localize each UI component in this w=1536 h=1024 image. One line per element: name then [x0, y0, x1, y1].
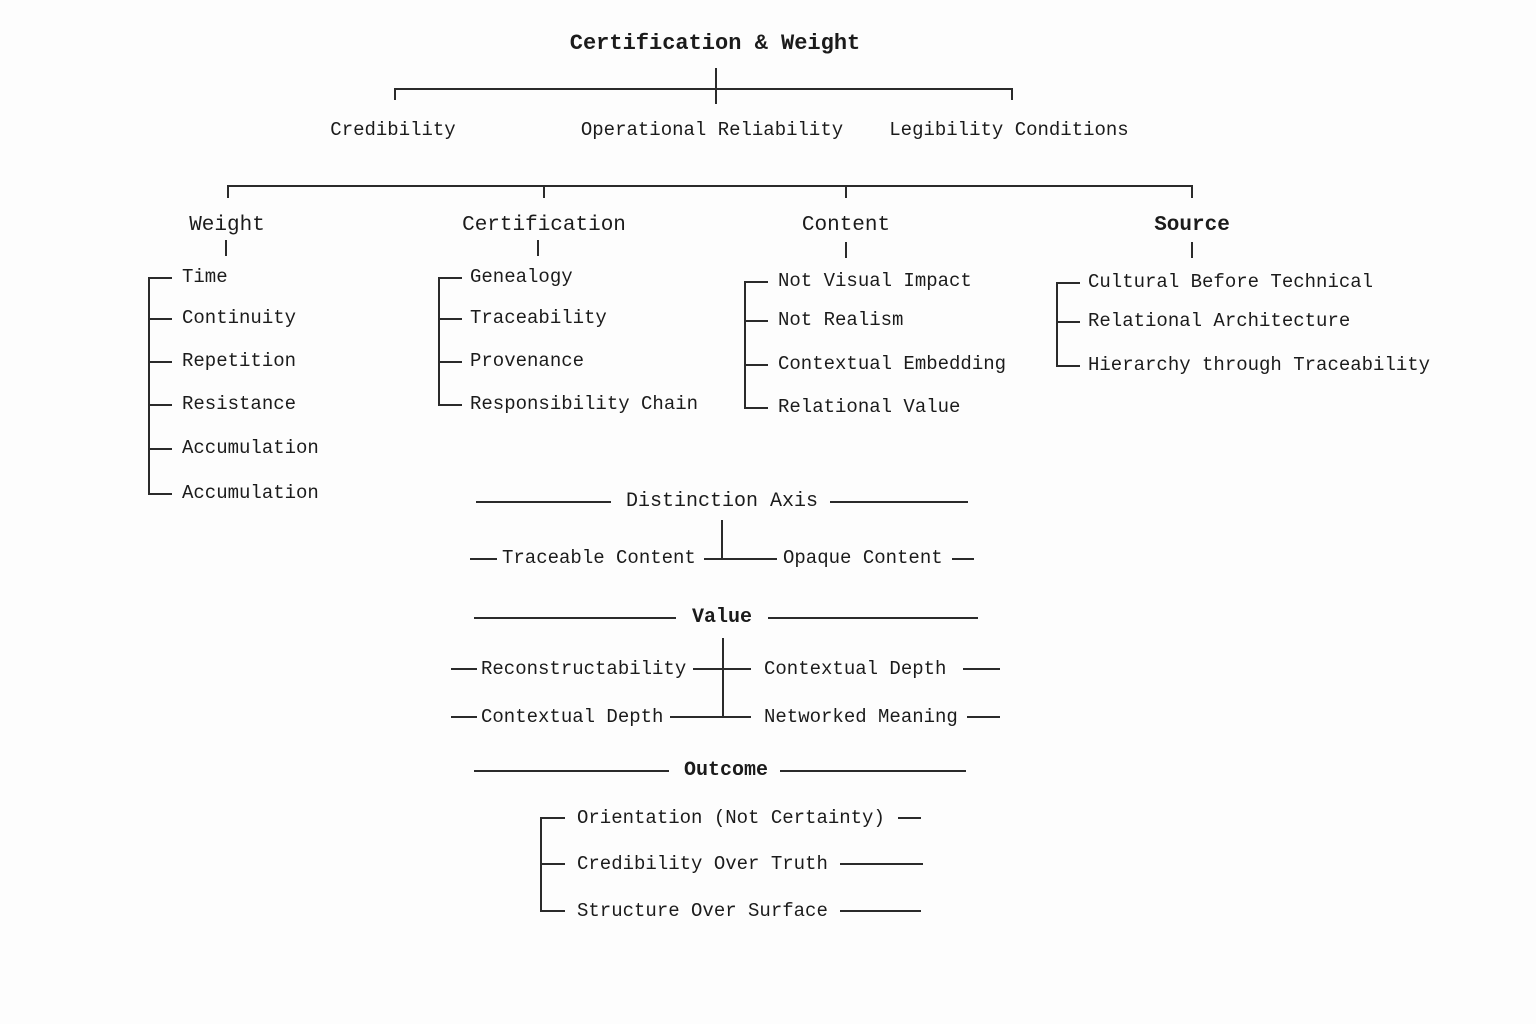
connector-line — [845, 242, 847, 258]
connector-line — [768, 617, 978, 619]
connector-line — [148, 404, 172, 406]
tree-leaf: Not Realism — [778, 309, 904, 331]
connector-line — [474, 770, 669, 772]
connector-line — [438, 277, 440, 405]
section-title-outcome: Outcome — [683, 759, 769, 782]
connector-line — [225, 240, 227, 256]
connector-line — [693, 668, 751, 670]
connector-line — [780, 770, 966, 772]
tree-leaf: Time — [182, 266, 228, 288]
value-node-contextual-depth: Contextual Depth — [764, 658, 947, 680]
connector-line — [474, 617, 676, 619]
connector-line — [543, 185, 545, 198]
value-node-contextual-depth-2: Contextual Depth — [481, 706, 664, 728]
connector-line — [721, 520, 723, 559]
connector-line — [715, 68, 717, 104]
tier1-node-legibility-conditions: Legibility Conditions — [889, 119, 1129, 141]
value-node-networked-meaning: Networked Meaning — [764, 706, 958, 728]
axis-node-opaque-content: Opaque Content — [783, 547, 943, 569]
connector-line — [438, 404, 462, 406]
section-title-value: Value — [691, 606, 753, 629]
connector-line — [451, 716, 477, 718]
connector-line — [148, 448, 172, 450]
tree-leaf: Accumulation — [182, 482, 319, 504]
connector-line — [963, 668, 1000, 670]
column-header-weight: Weight — [189, 214, 265, 237]
connector-line — [744, 407, 768, 409]
connector-line — [540, 910, 565, 912]
connector-line — [537, 240, 539, 256]
section-title-distinction-axis: Distinction Axis — [625, 490, 819, 513]
connector-line — [394, 88, 396, 100]
connector-line — [744, 364, 768, 366]
column-header-content: Content — [801, 214, 891, 237]
connector-line — [670, 716, 751, 718]
connector-line — [148, 277, 150, 494]
connector-line — [1056, 321, 1080, 323]
outcome-node-orientation: Orientation (Not Certainty) — [577, 807, 885, 829]
connector-line — [1056, 365, 1080, 367]
axis-node-traceable-content: Traceable Content — [502, 547, 696, 569]
connector-line — [967, 716, 1000, 718]
connector-line — [470, 558, 497, 560]
connector-line — [476, 501, 611, 503]
tree-leaf: Responsibility Chain — [470, 393, 699, 415]
diagram-title: Certification & Weight — [569, 31, 861, 56]
connector-line — [438, 318, 462, 320]
tree-leaf: Contextual Embedding — [778, 353, 1007, 375]
connector-line — [898, 817, 921, 819]
connector-line — [148, 318, 172, 320]
tree-leaf: Traceability — [470, 307, 607, 329]
tree-leaf: Genealogy — [470, 266, 573, 288]
tree-leaf: Resistance — [182, 393, 297, 415]
connector-line — [704, 558, 777, 560]
connector-line — [148, 361, 172, 363]
value-node-reconstructability: Reconstructability — [481, 658, 687, 680]
connector-line — [438, 277, 462, 279]
connector-line — [540, 863, 565, 865]
tree-leaf: Repetition — [182, 350, 297, 372]
connector-line — [1191, 185, 1193, 198]
connector-line — [148, 493, 172, 495]
connector-line — [1056, 282, 1080, 284]
tree-leaf: Not Visual Impact — [778, 270, 972, 292]
tree-leaf: Hierarchy through Traceability — [1088, 354, 1431, 376]
connector-line — [227, 185, 229, 198]
tier1-node-operational-reliability: Operational Reliability — [580, 119, 844, 141]
tree-leaf: Continuity — [182, 307, 297, 329]
connector-line — [394, 88, 1012, 90]
connector-line — [952, 558, 974, 560]
connector-line — [830, 501, 968, 503]
column-header-source: Source — [1154, 214, 1230, 237]
connector-line — [845, 185, 847, 198]
tree-leaf: Accumulation — [182, 437, 319, 459]
connector-line — [227, 185, 1192, 187]
connector-line — [438, 361, 462, 363]
tree-leaf: Cultural Before Technical — [1088, 271, 1374, 293]
outcome-node-credibility-over-truth: Credibility Over Truth — [577, 853, 828, 875]
connector-line — [840, 910, 921, 912]
tree-leaf: Relational Value — [778, 396, 961, 418]
connector-line — [744, 281, 746, 408]
tree-leaf: Provenance — [470, 350, 585, 372]
tier1-node-credibility: Credibility — [330, 119, 456, 141]
connector-line — [148, 277, 172, 279]
connector-line — [1191, 242, 1193, 258]
connector-line — [1011, 88, 1013, 100]
connector-line — [1056, 282, 1058, 366]
connector-line — [840, 863, 923, 865]
outcome-node-structure-over-surface: Structure Over Surface — [577, 900, 828, 922]
connector-line — [451, 668, 477, 670]
connector-line — [540, 817, 565, 819]
connector-line — [722, 638, 724, 718]
connector-line — [744, 281, 768, 283]
connector-line — [744, 320, 768, 322]
column-header-certification: Certification — [462, 214, 626, 237]
tree-leaf: Relational Architecture — [1088, 310, 1351, 332]
